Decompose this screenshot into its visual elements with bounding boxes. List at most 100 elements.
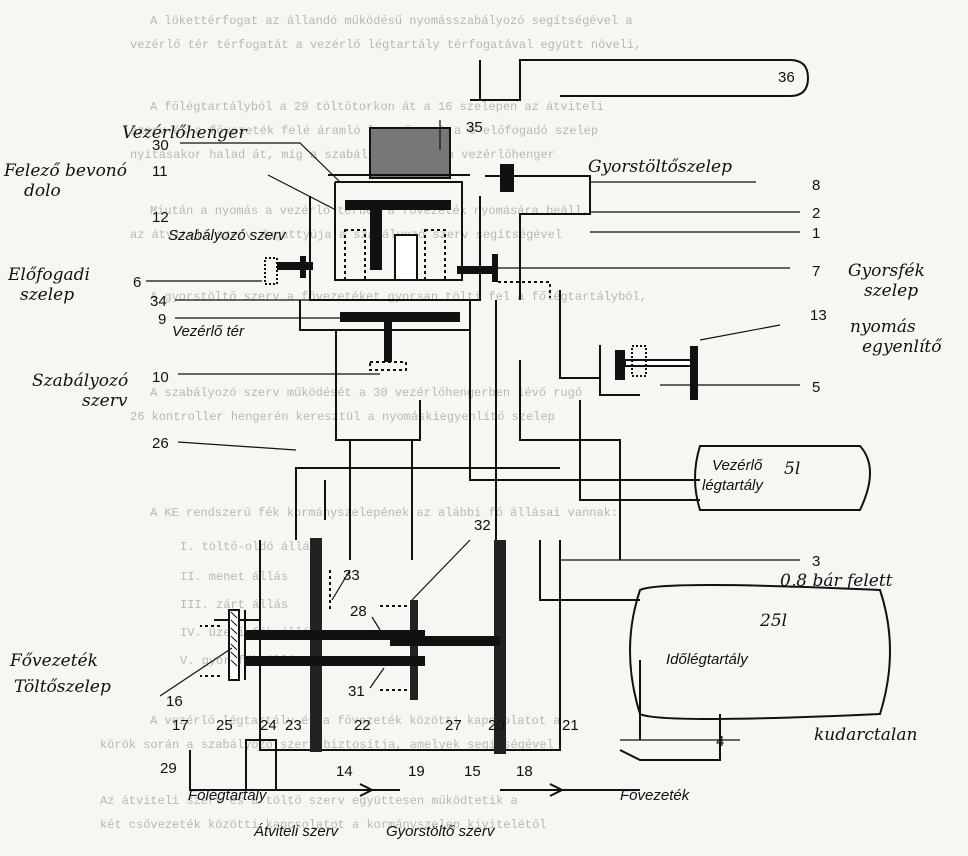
leader-30 [180, 142, 341, 183]
fill-valve-hatch [230, 611, 238, 667]
note-main-pipe-1: Fővezeték [9, 651, 98, 671]
note-halving-2: dolo [24, 181, 61, 201]
label-17: 17 [172, 717, 189, 734]
fast-fill-valve-seat [500, 164, 514, 192]
label-25: 25 [216, 717, 233, 734]
label-transmission-body: Átviteli szerv [253, 823, 340, 840]
label-7: 7 [812, 263, 820, 280]
bg-line: II. menet állás [180, 570, 288, 584]
label-control-space: Vezérlő tér [172, 323, 245, 340]
equalizer-spring [631, 345, 647, 377]
pressure-equalizer [599, 345, 698, 400]
label-control-reservoir-2: légtartály [702, 477, 764, 494]
label-28: 28 [350, 603, 367, 620]
label-33: 33 [343, 567, 360, 584]
bg-line: A KE rendszerű fék kormányszelepének az … [150, 506, 618, 520]
label-3: 3 [812, 553, 820, 570]
note-halving-1: Felező bevonó [3, 161, 127, 181]
bg-line: körök során a szabályozó szerv biztosítj… [100, 738, 554, 752]
label-14: 14 [336, 763, 353, 780]
bg-line: I. töltő-oldó állás [180, 540, 317, 554]
pipe-4 [619, 714, 721, 761]
control-membrane [340, 312, 460, 322]
regulator-housing [309, 196, 481, 301]
note-preaccept-1: Előfogadi [7, 265, 90, 285]
label-32: 32 [474, 517, 491, 534]
printed-names: Szabályozó szerv Vezérlő tér Vezérlő lég… [168, 227, 764, 840]
bg-line: A szabályozó szerv működését a 30 vezérl… [150, 386, 582, 400]
label-8: 8 [812, 177, 820, 194]
label-11: 11 [152, 163, 168, 180]
leader-31 [369, 667, 385, 689]
note-control-cylinder: Vezérlőhenger [122, 123, 247, 143]
label-1: 1 [812, 225, 820, 242]
bg-line: 26 kontroller hengerén keresztül a nyomá… [130, 410, 555, 424]
pipe-26 [295, 467, 560, 540]
pipe-3 [519, 360, 621, 560]
label-9: 9 [158, 311, 166, 328]
label-4: 4 [716, 733, 724, 750]
bg-line: A vezérlő légtartály és a fővezeték közö… [150, 714, 560, 728]
label-12: 12 [152, 209, 169, 226]
label-30: 30 [152, 137, 169, 154]
background-typed-text: A lökettérfogat az állandó működésű nyom… [100, 14, 647, 832]
preaccept-valve [264, 256, 313, 285]
bg-line: Az átviteli szerv és a töltő szerv együt… [100, 794, 518, 808]
equalizer-body [599, 345, 640, 396]
label-31: 31 [348, 683, 365, 700]
label-16: 16 [166, 693, 183, 710]
pipe-to-control-reservoir-lower [579, 400, 700, 501]
label-23: 23 [285, 717, 302, 734]
leader-lines [146, 120, 800, 741]
bg-line: III. zárt állás [180, 598, 288, 612]
bg-line: szerv és a fővezeték felé áramló levegő … [130, 124, 598, 138]
label-20: 20 [488, 717, 505, 734]
pipe-to-control-reservoir [469, 330, 700, 481]
bg-line: A főlégtartályból a 29 töltőtorkon át a … [150, 100, 604, 114]
pipe-36 [470, 59, 810, 101]
label-main-pipe: Fővezeték [620, 787, 691, 804]
note-pressure-2: egyenlítő [862, 337, 942, 357]
note-fast-fill-valve: Gyorstöltőszelep [588, 157, 732, 177]
cylinder-body [334, 181, 463, 281]
transmission-housing [259, 540, 561, 751]
transmission-stem-lower [245, 656, 425, 666]
valve-29 [245, 739, 277, 791]
cylinder-spring-right [424, 229, 446, 281]
quick-brake-valve [457, 254, 551, 298]
control-air-reservoir [694, 445, 871, 511]
preaccept-spring [264, 257, 278, 285]
label-21: 21 [562, 717, 579, 734]
label-5: 5 [812, 379, 820, 396]
note-volume-25: 25l [759, 611, 787, 631]
bg-line: A gyorstöltő szerv a fővezetéket gyorsan… [150, 290, 647, 304]
label-6: 6 [133, 274, 141, 291]
label-10: 10 [152, 369, 169, 386]
note-volume-5: 5l [784, 459, 800, 479]
equalizer-stem [624, 359, 696, 367]
regulator-spring [369, 361, 407, 371]
cylinder-cap [369, 127, 451, 179]
label-24: 24 [260, 717, 277, 734]
inlet-arrow [359, 783, 375, 797]
pipe-to-equalizer [559, 290, 600, 379]
quick-brake-spring [498, 281, 551, 298]
pipe-regulator-left [335, 330, 421, 441]
cylinder-spring-left [344, 229, 366, 281]
label-fast-fill-body: Gyorstöltő szerv [386, 823, 496, 840]
equalizer-handle [690, 346, 698, 400]
label-2: 2 [812, 205, 820, 222]
handwritten-annotations: Vezérlőhenger Felező bevonó dolo Gyorstö… [3, 123, 942, 745]
fast-fill-stem [390, 636, 500, 646]
note-quick-brake-1: Gyorsfék [848, 261, 925, 281]
quick-brake-stem [457, 266, 493, 274]
main-reservoir-pipe [189, 750, 400, 791]
bg-line: A lökettérfogat az állandó működésű nyom… [150, 14, 632, 28]
leader-28 [371, 616, 381, 631]
label-15: 15 [464, 763, 481, 780]
label-18: 18 [516, 763, 533, 780]
leader-11 [267, 174, 337, 211]
leader-13 [699, 324, 781, 341]
fast-fill-diaphragm [494, 540, 506, 754]
